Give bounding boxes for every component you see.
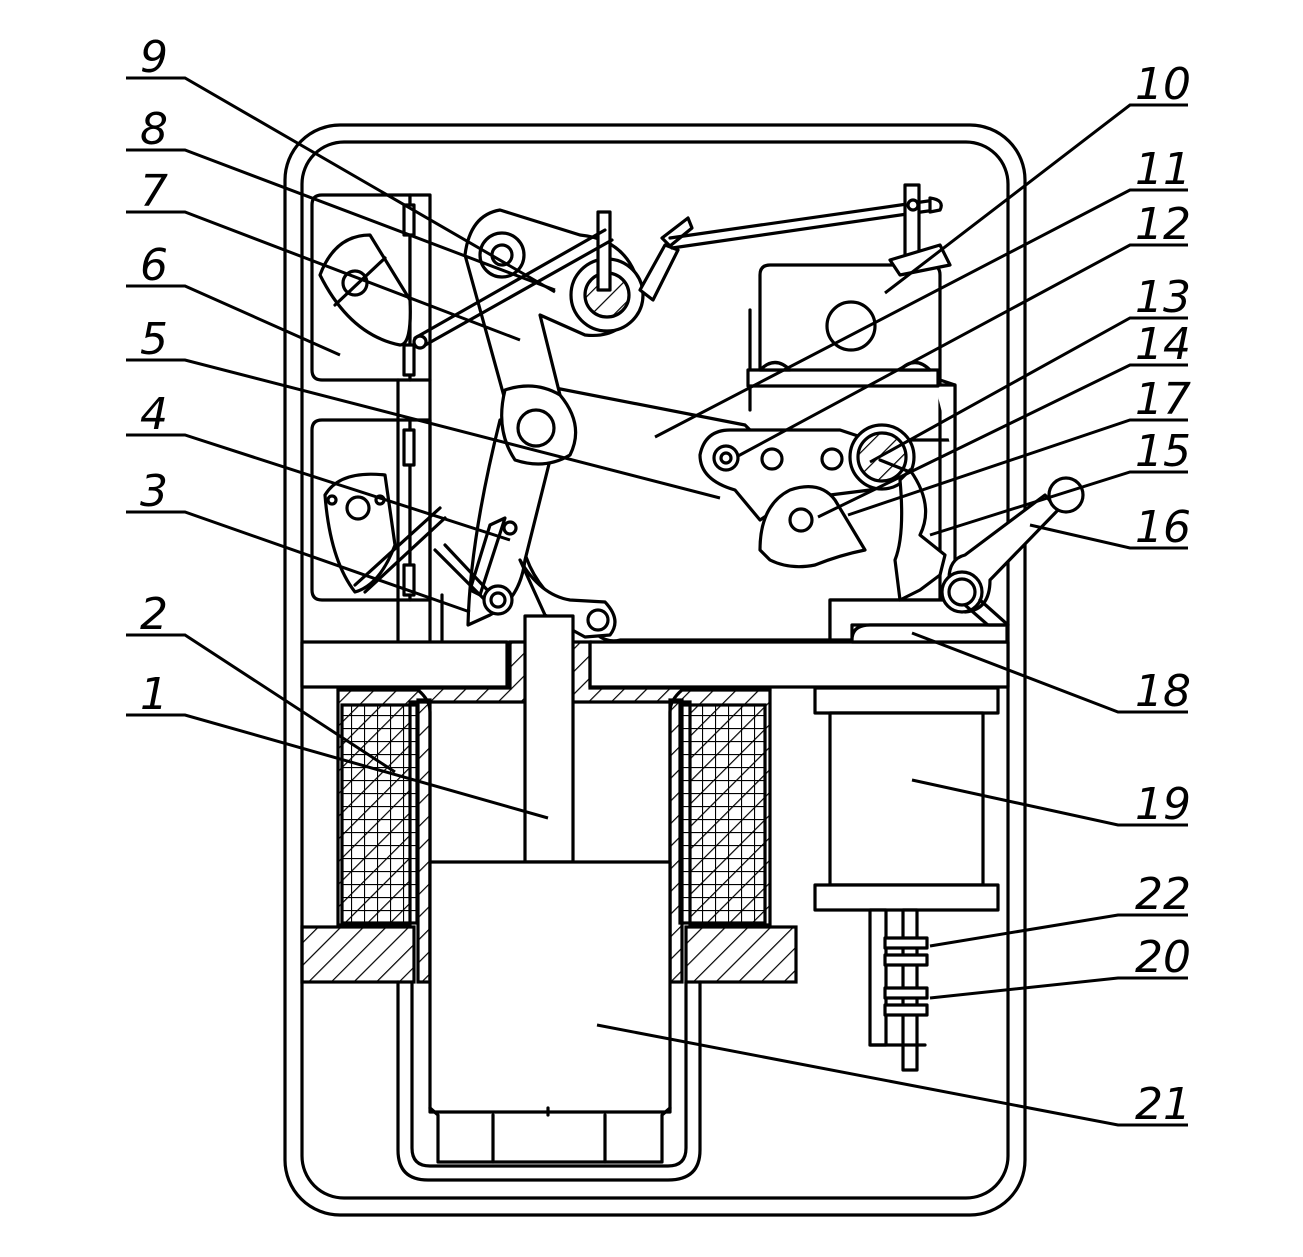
leader-1 — [126, 713, 549, 820]
leader-9 — [126, 76, 556, 294]
label-4: 4 — [140, 389, 168, 440]
leader-3 — [126, 510, 471, 614]
label-20: 20 — [1135, 932, 1191, 983]
label-9: 9 — [140, 32, 168, 83]
coil-assembly — [300, 614, 798, 1182]
leader-20 — [929, 976, 1188, 1000]
relay-19 — [813, 686, 1000, 1072]
label-14: 14 — [1135, 319, 1191, 370]
part-labels: 9 8 7 6 5 4 3 2 1 10 11 12 13 14 17 15 1… — [140, 32, 1191, 1130]
unit-10 — [746, 243, 952, 412]
label-17: 17 — [1135, 374, 1191, 425]
label-18: 18 — [1135, 666, 1191, 717]
top-linkage — [638, 183, 943, 302]
label-13: 13 — [1135, 272, 1191, 323]
leader-13 — [869, 316, 1188, 464]
label-2: 2 — [140, 589, 168, 640]
leader-22 — [929, 913, 1188, 948]
label-16: 16 — [1135, 502, 1191, 553]
leader-15 — [929, 470, 1188, 537]
leader-17 — [847, 418, 1188, 517]
label-11: 11 — [1135, 144, 1191, 195]
leader-6 — [126, 284, 341, 357]
leader-10 — [884, 103, 1188, 295]
leader-2 — [126, 633, 396, 774]
label-6: 6 — [140, 240, 168, 291]
shaft-upper — [478, 210, 645, 333]
label-8: 8 — [140, 104, 168, 155]
leader-16 — [1029, 523, 1188, 550]
label-10: 10 — [1135, 59, 1191, 110]
leader-18 — [911, 631, 1188, 714]
label-1: 1 — [140, 669, 168, 720]
label-5: 5 — [140, 314, 168, 365]
label-3: 3 — [140, 466, 168, 517]
leader-lines — [126, 76, 1188, 1127]
leader-11 — [654, 188, 1188, 439]
leader-7 — [126, 210, 521, 342]
leader-12 — [737, 243, 1188, 458]
label-19: 19 — [1135, 779, 1191, 830]
leader-19 — [911, 778, 1188, 827]
leader-21 — [596, 1023, 1188, 1127]
label-15: 15 — [1135, 426, 1191, 477]
base-plate — [300, 623, 1010, 689]
leader-5 — [126, 358, 721, 500]
label-12: 12 — [1135, 199, 1191, 250]
leader-4 — [126, 433, 511, 542]
spring-4 — [433, 516, 518, 616]
label-7: 7 — [140, 166, 168, 217]
label-21: 21 — [1135, 1079, 1191, 1130]
leader-14 — [817, 363, 1188, 519]
contact-block-upper — [310, 193, 432, 382]
rod-8 — [412, 228, 614, 350]
contact-block-lower — [310, 418, 447, 602]
leader-8 — [126, 148, 556, 292]
label-22: 22 — [1135, 869, 1191, 920]
